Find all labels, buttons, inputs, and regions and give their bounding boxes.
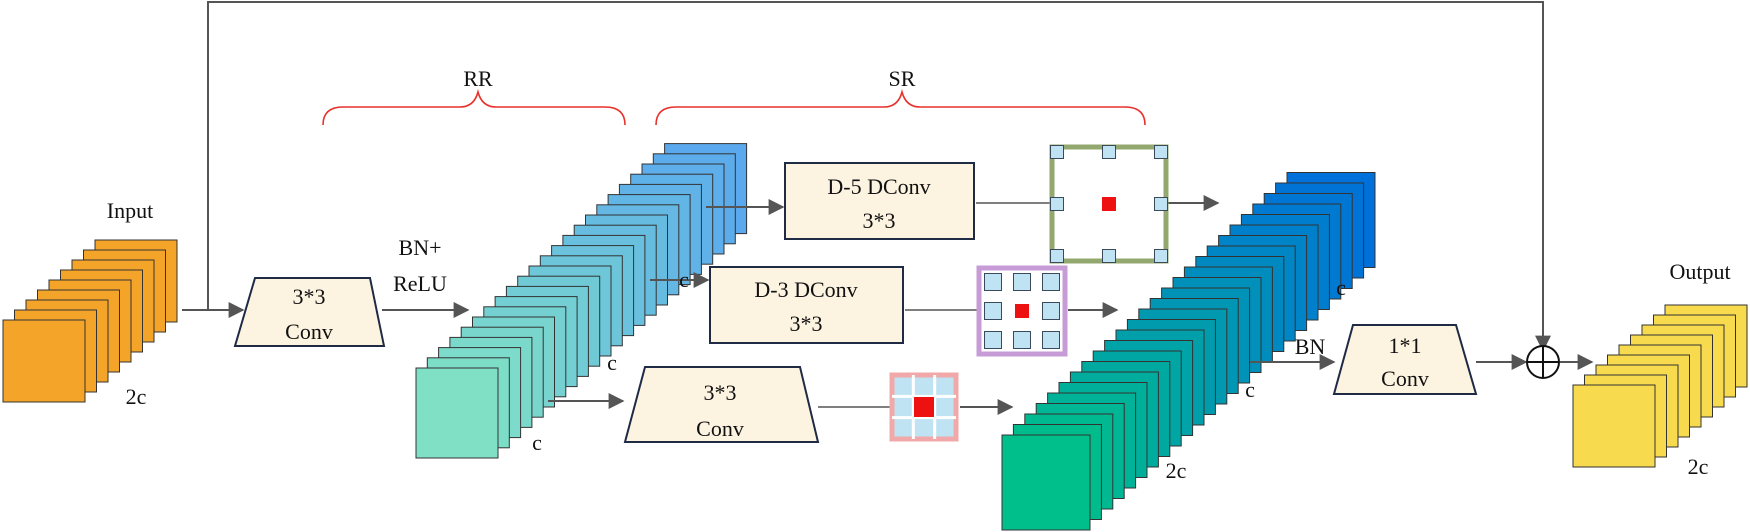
svg-text:Conv: Conv [1381,366,1429,391]
svg-text:3*3: 3*3 [293,284,326,309]
rr-front-c-label: c [532,430,542,455]
input-label: Input [107,198,153,223]
concat-top-c-label: c [1336,275,1346,300]
svg-text:3*3: 3*3 [790,311,823,336]
svg-text:3*3: 3*3 [704,380,737,405]
circle-plus-icon [1526,345,1560,379]
svg-text:Conv: Conv [696,416,744,441]
rr-brace [322,88,626,126]
svg-text:D-5 DConv: D-5 DConv [827,174,930,199]
output-label: Output [1669,259,1730,284]
input-feature-stack [2,239,178,403]
input-channels-label: 2c [126,384,147,409]
bn-relu-label-line2: ReLU [393,271,447,296]
input-feature-layer [2,319,86,403]
rr-label: RR [463,66,493,91]
conv-1x1-output-block: 1*1 Conv [1332,324,1478,395]
output-channels-label: 2c [1688,454,1709,479]
concat-feature-layer [1001,434,1091,531]
concat-upper-c-label: c [1245,377,1255,402]
concat-feature-stack [1001,172,1376,531]
concat-channels-label: 2c [1166,458,1187,483]
d3-dconv-block: D-3 DConv 3*3 [709,266,904,344]
standard-3x3-kernel-icon [889,372,959,442]
bn-relu-label-line1: BN+ [399,235,442,260]
svg-text:1*1: 1*1 [1389,333,1422,358]
skip-connection-arrow [207,1,1551,352]
svg-text:3*3: 3*3 [863,208,896,233]
output-feature-layer [1572,384,1656,468]
bn-label: BN [1295,334,1326,359]
rr-feature-layer [415,367,499,459]
output-feature-stack [1572,304,1748,468]
dilation-3-kernel-icon [976,265,1068,357]
d5-dconv-block: D-5 DConv 3*3 [784,162,975,240]
rr-mid-c-label: c [607,350,617,375]
svg-text:Conv: Conv [285,319,333,344]
sr-brace [655,88,1146,126]
rr-feature-stack [415,143,748,459]
sr-label: SR [889,66,916,91]
dilation-5-kernel-icon [1049,144,1169,264]
conv-3x3-branch-block: 3*3 Conv [623,366,820,443]
conv-3x3-input-block: 3*3 Conv [233,277,386,347]
rr-back-c-label: c [679,267,689,292]
svg-text:D-3 DConv: D-3 DConv [754,277,857,302]
